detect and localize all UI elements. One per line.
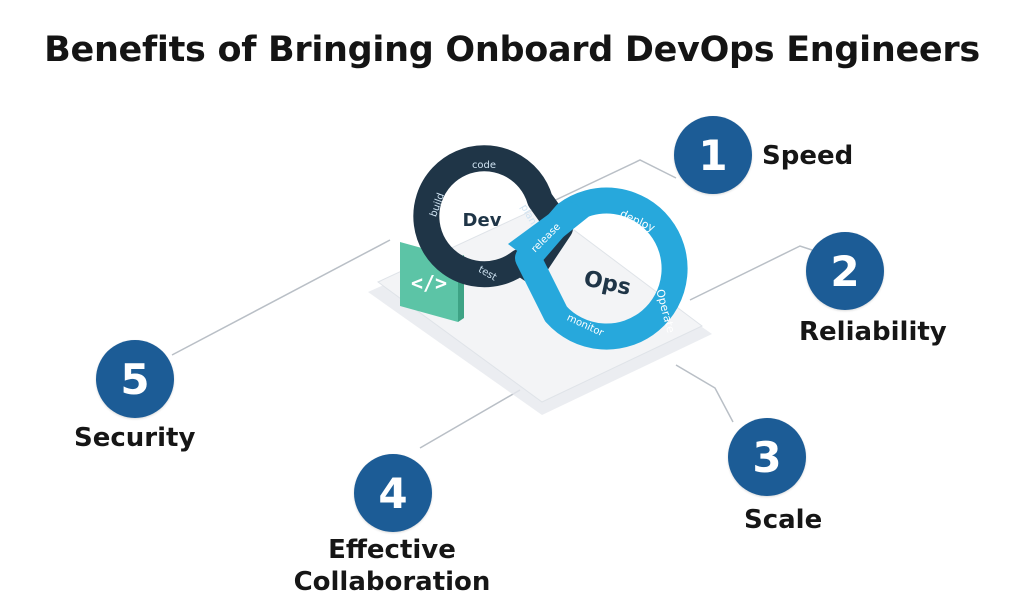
benefit-label-collaboration-line-1: Effective (328, 535, 456, 565)
badge-2: 2 (806, 232, 884, 310)
code-icon-glyph: </> (411, 271, 447, 295)
benefit-label-speed: Speed (762, 141, 854, 171)
dev-label: Dev (463, 210, 502, 231)
release-ribbon (508, 200, 592, 262)
connector-security (171, 239, 391, 356)
benefit-label-collaboration-line-2: Collaboration (293, 567, 491, 597)
dev-loop (413, 145, 573, 288)
page-title: Benefits of Bringing Onboard DevOps Engi… (44, 30, 980, 70)
badge-5: 5 (96, 340, 174, 418)
benefit-label-collaboration: Effective Collaboration (287, 534, 497, 598)
ops-loop (515, 187, 688, 350)
benefit-label-reliability: Reliability (799, 317, 947, 347)
connector-reliability (689, 245, 813, 301)
stage-code: code (472, 160, 496, 171)
benefit-label-security: Security (74, 423, 196, 453)
connector-collaboration (419, 389, 521, 449)
badge-3: 3 (728, 418, 806, 496)
badge-4: 4 (354, 454, 432, 532)
benefit-label-scale: Scale (744, 505, 823, 535)
connector-scale (675, 364, 734, 423)
badge-1: 1 (674, 116, 752, 194)
connector-speed (544, 159, 677, 206)
